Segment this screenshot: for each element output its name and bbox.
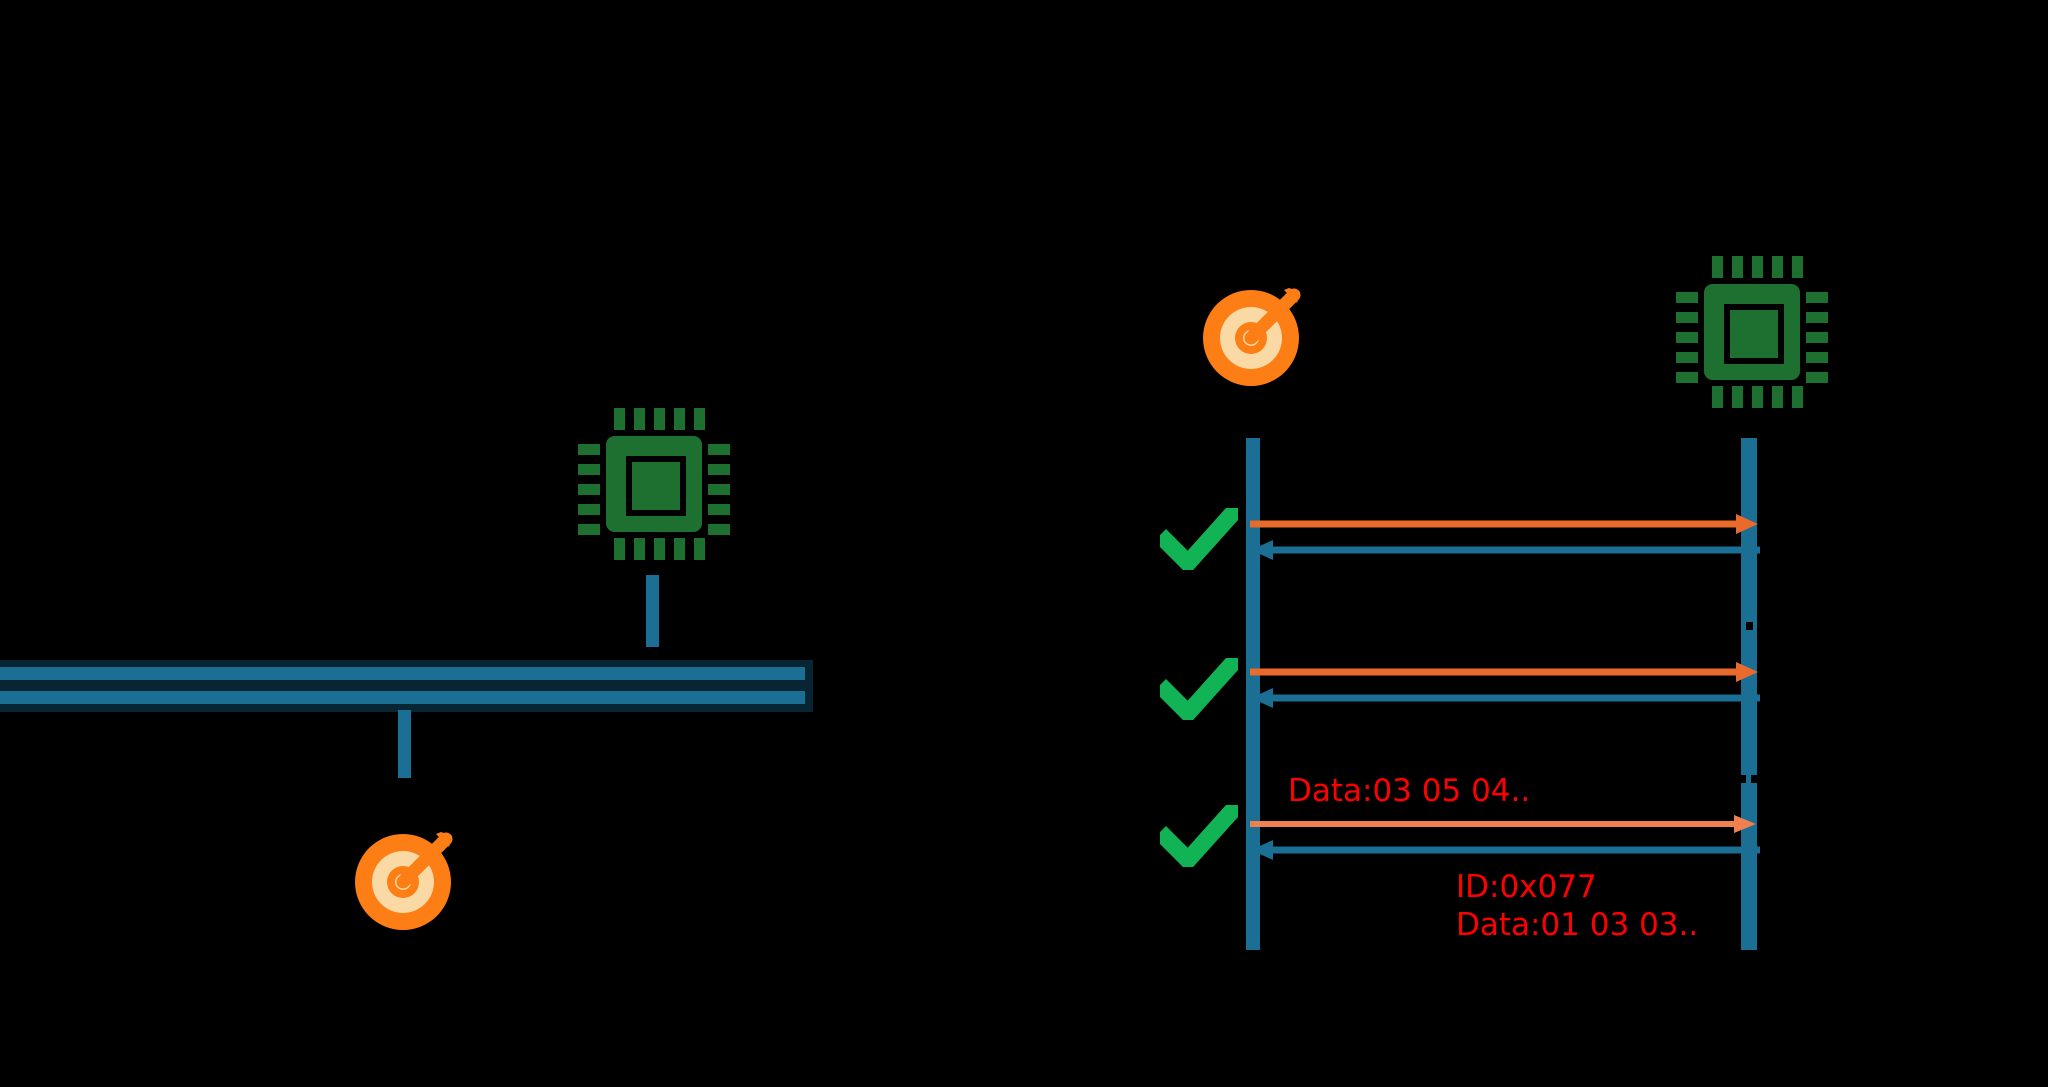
chip-pin (1806, 312, 1828, 323)
chip-pin (674, 538, 685, 560)
chip-pin (1712, 386, 1723, 408)
chip-pin (694, 538, 705, 560)
request-arrow-1 (1250, 514, 1758, 534)
can-bus (0, 660, 813, 712)
chip-pin (1732, 386, 1743, 408)
response-data-label: Data:01 03 03.. (1456, 907, 1699, 943)
bus-line-low (0, 691, 805, 704)
chip-core (626, 456, 686, 516)
chip-pin (578, 444, 600, 455)
chip-pin (674, 408, 685, 430)
chip-pin (654, 408, 665, 430)
chip-pin (1792, 386, 1803, 408)
target-icon (348, 822, 462, 936)
chip-pin (578, 484, 600, 495)
chip-pin (708, 504, 730, 515)
chip-pin (654, 538, 665, 560)
chip-pin (614, 538, 625, 560)
check-icon (1153, 651, 1245, 726)
chip-pin (1676, 312, 1698, 323)
request-arrow-2 (1250, 662, 1758, 682)
chip-pin (708, 524, 730, 535)
chip-pin (578, 524, 600, 535)
request-data-label: Data:03 05 04.. (1288, 773, 1531, 809)
lifeline-dot (1751, 775, 1757, 783)
bus-stub-upper (646, 575, 659, 647)
response-id-label: ID:0x077 (1456, 869, 1597, 905)
request-arrow-3 (1250, 815, 1756, 833)
chip-pin (1806, 332, 1828, 343)
chip-pin (1806, 352, 1828, 363)
chip-pin (1676, 372, 1698, 383)
check-icon (1153, 501, 1245, 576)
response-arrow-1 (1251, 540, 1760, 560)
chip-pin (1806, 292, 1828, 303)
check-icon (1153, 798, 1245, 873)
sequence-diagram-panel: Data:03 05 04.. ID:0x077 Data:01 03 03.. (1140, 0, 1920, 1087)
chip-pin (1792, 256, 1803, 278)
tester-target-icon (1196, 278, 1310, 392)
chip-pin (578, 504, 600, 515)
bus-line-high (0, 667, 805, 680)
chip-pin (1676, 292, 1698, 303)
response-arrow-3 (1251, 840, 1760, 860)
chip-pin (1712, 256, 1723, 278)
chip-pin (578, 464, 600, 475)
chip-pin (1772, 386, 1783, 408)
lifeline-dot (1740, 775, 1746, 783)
chip-pin (1772, 256, 1783, 278)
response-arrow-2 (1251, 688, 1760, 708)
bus-stub-lower (398, 710, 411, 778)
chip-pin (708, 444, 730, 455)
chip-pin (694, 408, 705, 430)
ecu-chip-icon (1676, 256, 1828, 408)
chip-pin (708, 484, 730, 495)
chip-pin (1732, 256, 1743, 278)
chip-pin (1676, 332, 1698, 343)
chip-pin (634, 408, 645, 430)
chip-core (1724, 304, 1784, 364)
lifeline-dot (1746, 622, 1753, 630)
chip-pin (614, 408, 625, 430)
chip-pin (1752, 256, 1763, 278)
chip-pin (1806, 372, 1828, 383)
bus-topology-panel (0, 0, 860, 1087)
chip-icon (578, 408, 730, 560)
chip-pin (708, 464, 730, 475)
chip-pin (1676, 352, 1698, 363)
chip-pin (634, 538, 645, 560)
chip-pin (1752, 386, 1763, 408)
